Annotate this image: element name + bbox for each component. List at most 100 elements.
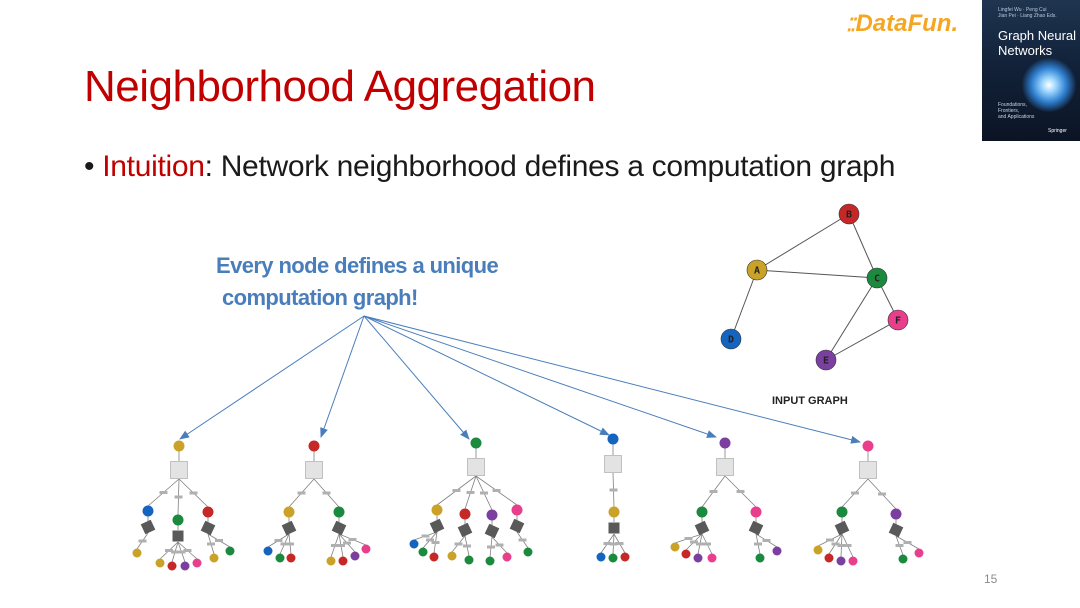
aggregation-edge-marker bbox=[183, 549, 192, 552]
aggregation-edge-marker bbox=[690, 540, 698, 544]
leaf-node-b bbox=[338, 556, 348, 566]
neighbor-node-c bbox=[333, 506, 345, 518]
leaf-node-f bbox=[707, 553, 717, 563]
aggregation-box bbox=[170, 461, 188, 479]
leaf-node-c bbox=[755, 553, 765, 563]
book-cover-image: Lingfei Wu · Peng Cui Jian Pei · Liang Z… bbox=[982, 0, 1080, 141]
aggregation-edge-marker bbox=[837, 544, 846, 547]
leaf-node-b bbox=[429, 552, 439, 562]
callout-text: Every node defines a unique computation … bbox=[216, 250, 499, 314]
aggregation-edge-marker bbox=[177, 550, 186, 554]
callout-arrow bbox=[320, 315, 365, 438]
book-publisher: Springer bbox=[1048, 128, 1067, 134]
aggregation-box bbox=[859, 461, 877, 479]
neighbor-node-e bbox=[486, 509, 498, 521]
root-node-d bbox=[607, 433, 619, 445]
input-graph-edge bbox=[825, 319, 899, 361]
neighbor-aggregation-box bbox=[281, 520, 297, 536]
aggregation-edge-marker bbox=[603, 542, 612, 545]
intuition-bullet: • Intuition: Network neighborhood define… bbox=[84, 150, 895, 184]
input-graph-edge bbox=[756, 213, 850, 271]
neighbor-aggregation-box bbox=[457, 522, 473, 538]
root-node-b bbox=[308, 440, 320, 452]
neighbor-node-a bbox=[608, 506, 620, 518]
aggregation-edge-marker bbox=[851, 491, 859, 495]
aggregation-edge-marker bbox=[831, 542, 840, 546]
book-subtitle-line: Foundations, bbox=[998, 102, 1027, 108]
leaf-node-f bbox=[361, 544, 371, 554]
neighbor-node-c bbox=[836, 506, 848, 518]
leaf-node-c bbox=[418, 547, 428, 557]
leaf-node-e bbox=[350, 551, 360, 561]
leaf-node-d bbox=[596, 552, 606, 562]
neighbor-node-e bbox=[890, 508, 902, 520]
leaf-node-f bbox=[502, 552, 512, 562]
callout-line: Every node defines a unique bbox=[216, 253, 499, 278]
aggregation-edge-marker bbox=[174, 495, 183, 499]
logo-dots-icon: ⁚⁚ bbox=[846, 15, 856, 35]
neighbor-aggregation-box bbox=[608, 522, 620, 534]
aggregation-edge-marker bbox=[431, 541, 440, 544]
leaf-node-a bbox=[155, 558, 165, 568]
neighbor-aggregation-box bbox=[331, 520, 347, 536]
neighbor-aggregation-box bbox=[748, 520, 764, 536]
aggregation-edge-marker bbox=[609, 488, 618, 492]
aggregation-edge-marker bbox=[343, 541, 351, 545]
leaf-node-c bbox=[898, 554, 908, 564]
neighbor-aggregation-box bbox=[509, 518, 525, 534]
aggregation-edge-marker bbox=[189, 491, 198, 495]
leaf-node-b bbox=[286, 553, 296, 563]
aggregation-edge-marker bbox=[495, 543, 504, 547]
aggregation-edge-marker bbox=[138, 539, 147, 543]
leaf-node-a bbox=[209, 553, 219, 563]
input-graph-node-d bbox=[720, 328, 742, 350]
root-node-e bbox=[719, 437, 731, 449]
aggregation-edge-marker bbox=[703, 542, 711, 546]
callout-line: computation graph! bbox=[222, 285, 418, 310]
leaf-node-c bbox=[523, 547, 533, 557]
aggregation-edge-marker bbox=[492, 489, 501, 492]
aggregation-box bbox=[467, 458, 485, 476]
neighbor-node-a bbox=[431, 504, 443, 516]
datafun-logo: ⁚⁚DataFun. bbox=[846, 10, 958, 38]
root-node-c bbox=[470, 437, 482, 449]
aggregation-edge-marker bbox=[754, 542, 762, 546]
book-authors-line: Lingfei Wu · Peng Cui bbox=[998, 7, 1047, 13]
aggregation-edge-marker bbox=[171, 550, 179, 554]
leaf-node-b bbox=[167, 561, 177, 571]
aggregation-edge-marker bbox=[452, 489, 461, 492]
aggregation-edge-marker bbox=[463, 544, 471, 548]
input-graph-node-label: E bbox=[823, 356, 829, 367]
input-graph-label: INPUT GRAPH bbox=[772, 395, 848, 407]
leaf-node-b bbox=[681, 549, 691, 559]
aggregation-edge-marker bbox=[274, 539, 283, 542]
aggregation-edge-marker bbox=[762, 539, 771, 542]
callout-arrow bbox=[363, 315, 610, 436]
aggregation-edge-marker bbox=[878, 492, 886, 496]
aggregation-edge-marker bbox=[903, 541, 912, 544]
leaf-node-d bbox=[263, 546, 273, 556]
book-subtitle: Foundations, Frontiers, and Applications bbox=[998, 102, 1048, 120]
aggregation-edge-marker bbox=[322, 491, 331, 495]
input-graph-edge bbox=[825, 277, 878, 361]
leaf-node-c bbox=[275, 553, 285, 563]
neighbor-aggregation-box bbox=[429, 518, 445, 534]
aggregation-edge-marker bbox=[696, 542, 704, 546]
input-graph-node-e bbox=[815, 349, 837, 371]
aggregation-box bbox=[305, 461, 323, 479]
input-graph-node-label: F bbox=[895, 316, 901, 327]
neighbor-node-f bbox=[750, 506, 762, 518]
leaf-node-f bbox=[848, 556, 858, 566]
callout-arrow bbox=[363, 315, 861, 444]
input-graph-node-f bbox=[887, 309, 909, 331]
book-title: Graph Neural Networks bbox=[998, 28, 1076, 58]
leaf-node-e bbox=[180, 561, 190, 571]
page-number: 15 bbox=[984, 572, 998, 586]
aggregation-edge-marker bbox=[684, 537, 693, 540]
leaf-node-a bbox=[132, 548, 142, 558]
leaf-node-b bbox=[620, 552, 630, 562]
aggregation-edge-marker bbox=[843, 544, 852, 547]
aggregation-edge-marker bbox=[280, 542, 289, 546]
leaf-node-a bbox=[326, 556, 336, 566]
aggregation-edge-marker bbox=[466, 491, 475, 494]
